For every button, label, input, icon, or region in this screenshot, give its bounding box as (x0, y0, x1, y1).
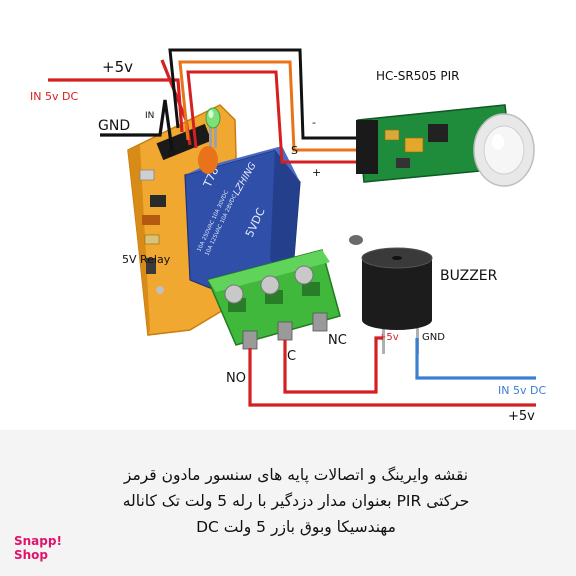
label-relay: 5V Relay (122, 253, 171, 266)
label-terminal-c: C (287, 349, 296, 364)
wire-sensor-minus (168, 48, 356, 140)
wire-no-to-plus5v (248, 348, 536, 407)
snapp-shop-logo: Snapp! Shop (14, 534, 62, 562)
wire-sensor-signal (178, 60, 356, 152)
label-gnd-left: GND (98, 118, 130, 134)
caption-panel: نقشه وایرینگ و اتصالات پایه های سنسور ما… (0, 430, 576, 576)
wire-gnd-black (100, 99, 174, 151)
led-icon (205, 107, 221, 148)
label-plus5v-bottom: +5v (508, 409, 535, 424)
wire-c-to-buzzer (283, 336, 383, 394)
label-pin-d: D (168, 149, 175, 159)
wire-buzzer-gnd-blue (415, 338, 536, 380)
label-in-5v-dc-bottom: IN 5v DC (498, 384, 546, 397)
label-terminal-no: NO (226, 371, 246, 386)
label-pin-in: IN (145, 111, 154, 121)
label-buzzer-gnd: GND (422, 332, 445, 343)
wiring-diagram: T78 LZHING 5VDC 10A 250VAC 10A 30VDC 10A… (30, 48, 547, 424)
pir-sensor (356, 104, 535, 187)
label-sensor-plus: + (312, 166, 321, 179)
caption-line-2: حرکتی PIR بعنوان مدار دزدگیر با رله 5 ول… (122, 492, 470, 510)
label-in-5v-dc-top: IN 5v DC (30, 90, 78, 103)
caption-line-3: مهندسیکا وبوق بازر 5 ولت DC (196, 518, 396, 536)
terminal-screw-c-icon[interactable] (260, 275, 280, 295)
wire-in-5v-dc-top (48, 78, 184, 133)
label-sensor-s: S (291, 144, 298, 157)
caption-text: نقشه وایرینگ و اتصالات پایه های سنسور ما… (40, 462, 552, 540)
brand-line-1: Snapp! (14, 534, 62, 548)
buzzer (349, 235, 433, 354)
wire-sensor-plus (186, 70, 356, 164)
label-sensor-minus: - (312, 116, 316, 129)
terminal-screw-nc-icon[interactable] (294, 265, 314, 285)
label-plus5v-top: +5v (102, 58, 133, 76)
sensor-title: HC-SR505 PIR (376, 69, 460, 83)
label-buzzer: BUZZER (440, 268, 498, 284)
terminal-screw-no-icon[interactable] (224, 284, 244, 304)
brand-line-2: Shop (14, 548, 49, 562)
label-terminal-nc: NC (328, 333, 347, 348)
label-buzzer-plus5v: +5v (378, 332, 399, 343)
caption-line-1: نقشه وایرینگ و اتصالات پایه های سنسور ما… (123, 466, 469, 484)
relay-module: T78 LZHING 5VDC 10A 250VAC 10A 30VDC 10A… (127, 104, 301, 336)
terminal-block (206, 249, 341, 350)
